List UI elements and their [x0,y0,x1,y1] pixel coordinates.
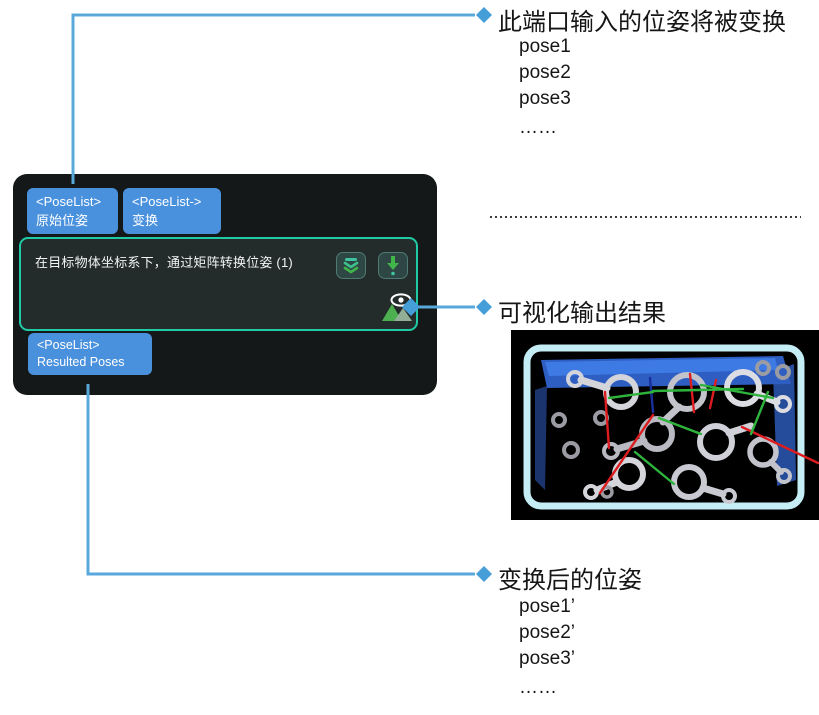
bin-border [523,344,805,510]
connector-bottom-line [86,384,475,576]
diamond-marker [476,7,492,23]
step-node-body[interactable]: 在目标物体坐标系下，通过矩阵转换位姿 (1) [19,237,418,331]
list-item: pose1 [519,36,571,57]
diamond-marker [476,566,492,582]
annotation-visualization-title: 可视化输出结果 [498,300,666,327]
annotation-input-list: pose1 pose2 pose3 …… [519,34,571,141]
step-description: 在目标物体坐标系下，通过矩阵转换位姿 (1) [35,255,293,270]
list-item: pose2’ [519,622,575,643]
diamond-marker [476,299,492,315]
step-node[interactable]: <PoseList> 原始位姿 <PoseList-> 变换 在目标物体坐标系下… [13,174,437,395]
pointcloud-preview-image [511,330,819,520]
eye-icon [390,293,412,307]
port-type: <PoseList-> [132,194,202,209]
step-run-button[interactable] [378,252,408,279]
port-label: Resulted Poses [37,355,125,369]
port-type: <PoseList> [37,338,100,352]
list-item: pose3’ [519,648,575,669]
input-port-transform[interactable]: <PoseList-> 变换 [123,188,221,234]
annotation-input-title: 此端口输入的位姿将被变换 [498,9,786,36]
connector-top-line [71,13,475,184]
dotted-separator [490,216,801,218]
expand-collapse-button[interactable] [336,252,366,279]
arrow-down-icon [387,256,399,276]
list-item: pose3 [519,88,571,109]
visualization-toggle[interactable] [380,291,416,327]
annotation-output-title: 变换后的位姿 [498,567,642,594]
port-label: 变换 [132,213,159,228]
pose-axes [598,372,819,495]
input-port-original-poses[interactable]: <PoseList> 原始位姿 [27,188,118,234]
port-type: <PoseList> [36,194,102,209]
image-icon [382,304,412,321]
annotation-output-list: pose1’ pose2’ pose3’ …… [519,594,575,701]
output-port-resulted-poses[interactable]: <PoseList> Resulted Poses [28,333,152,375]
list-item-ellipsis: …… [519,677,557,698]
list-item: pose1’ [519,596,575,617]
list-item-ellipsis: …… [519,117,557,138]
port-label: 原始位姿 [36,213,89,228]
list-item: pose2 [519,62,571,83]
double-chevron-down-icon [343,258,359,274]
